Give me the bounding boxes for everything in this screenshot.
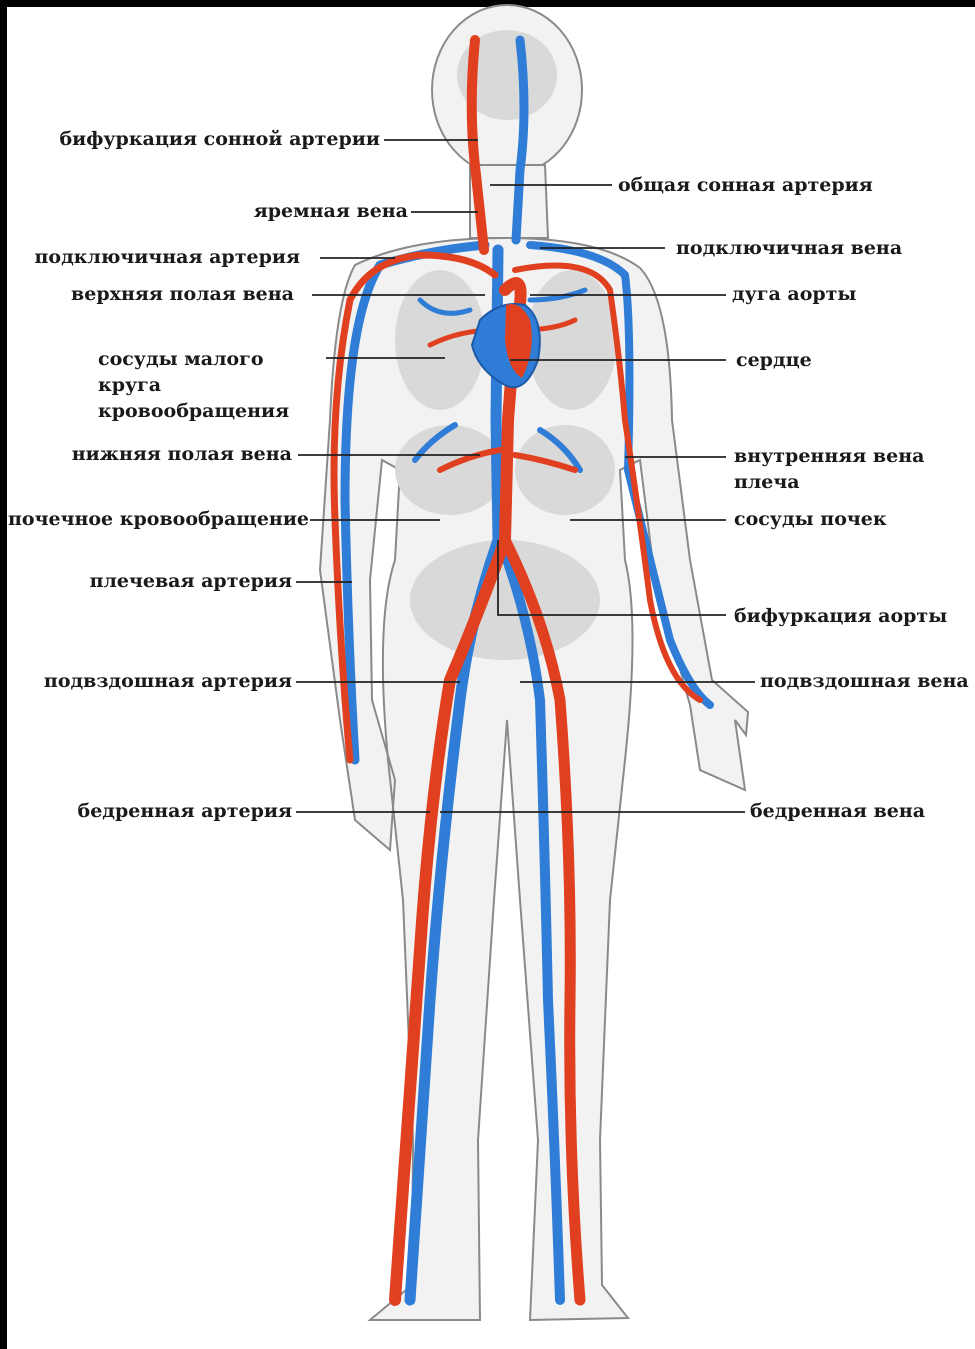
label-subclavian-artery: подключичная артерия xyxy=(20,244,300,270)
label-jugular-vein: яремная вена xyxy=(150,198,408,224)
label-subclavian-vein: подключичная вена xyxy=(676,235,902,261)
label-brachial-artery: плечевая артерия xyxy=(20,568,292,594)
label-iliac-artery: подвздошная артерия xyxy=(20,668,292,694)
label-renal-vessels: сосуды почек xyxy=(734,506,887,532)
label-aortic-arch: дуга аорты xyxy=(732,281,856,307)
label-inferior-vena-cava: нижняя полая вена xyxy=(20,441,292,467)
label-superior-vena-cava: верхняя полая вена xyxy=(20,281,294,307)
label-brachial-vein: внутренняя вена плеча xyxy=(734,443,934,495)
label-iliac-vein: подвздошная вена xyxy=(760,668,969,694)
label-femoral-vein: бедренная вена xyxy=(750,798,925,824)
label-pulmonary-vessels: сосуды малого круга кровообращения xyxy=(98,346,328,424)
label-femoral-artery: бедренная артерия xyxy=(20,798,292,824)
label-heart: сердце xyxy=(736,347,812,373)
label-common-carotid-artery: общая сонная артерия xyxy=(618,172,873,198)
label-renal-circulation: почечное кровообращение xyxy=(8,506,306,532)
label-aortic-bifurcation: бифуркация аорты xyxy=(734,603,947,629)
label-carotid-bifurcation: бифуркация сонной артерии xyxy=(20,126,380,152)
